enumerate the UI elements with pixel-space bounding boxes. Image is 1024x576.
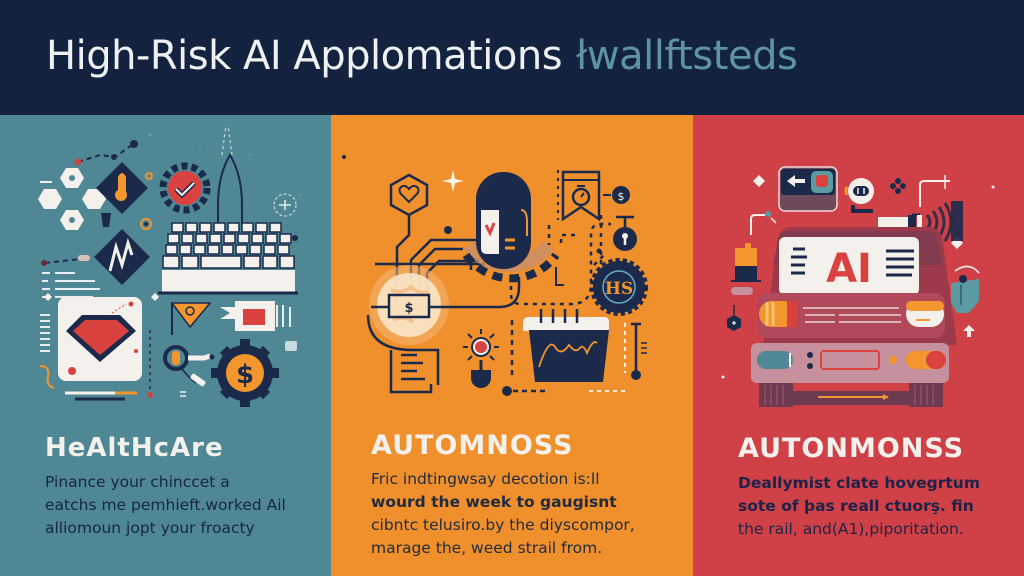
lightbulb-icon [463, 329, 499, 388]
description-line: alliomoun jopt your froacty [45, 519, 255, 537]
flower-icon [38, 168, 106, 230]
panel-description: Fric indtingwsay decotion is:ll wourd th… [371, 468, 635, 560]
svg-text:HS: HS [605, 279, 633, 299]
panel-heading: AUTONMONSS [738, 433, 965, 464]
speaker-icon [878, 201, 963, 242]
automation-illustration: $ [342, 155, 648, 396]
autonomous-illustration: AI [712, 122, 995, 407]
panel-automation: $ [331, 115, 693, 576]
dashed-connector-icon [74, 140, 138, 166]
robot-capsule-icon [462, 172, 560, 283]
camera-icon [844, 178, 874, 213]
chart-diamond-icon [94, 229, 150, 285]
calendar-chart-icon [523, 309, 609, 382]
dollar-gear-icon: $ [211, 339, 279, 407]
healthcare-illustration: $ [38, 124, 301, 407]
description-line: Pinance your chinccet a [45, 473, 230, 491]
svg-text:$: $ [236, 360, 254, 390]
hs-badge-icon: HS [590, 258, 648, 316]
hexagon-plus-icon [727, 305, 741, 331]
description-line: the rail, and(A1),piporitation. [738, 520, 964, 538]
panel-heading: HeAltHcAre [45, 433, 224, 463]
lock-icon [613, 215, 637, 251]
panel-description: Pinance your chinccet a eatchs me pemhie… [45, 471, 286, 540]
stopwatch-icon [561, 170, 601, 222]
bag-icon [951, 265, 980, 313]
svg-text:$: $ [404, 301, 413, 316]
magnifier-icon [163, 345, 215, 387]
description-line: cibntc telusiro.by the diyscompor, [371, 516, 635, 534]
check-gear-icon [159, 162, 211, 214]
globe-dollar-icon: $ [369, 265, 521, 345]
description-line: sote of þas reall ctuorş. fin [738, 497, 974, 515]
keyboard-icon [158, 124, 298, 295]
gem-icon [58, 297, 142, 381]
lightbulb-diamond-icon [96, 162, 148, 214]
page-title: High-Risk AI Applomations łwallftsteds [46, 28, 798, 84]
header-banner: High-Risk AI Applomations łwallftsteds [0, 0, 1024, 115]
heart-hexagon-icon [389, 173, 429, 217]
clover-icon [890, 178, 906, 194]
panel-healthcare: $ HeAltHcAre Pinance your chinccet a eat… [0, 115, 331, 576]
windshield-ai-label: AI [826, 246, 872, 292]
description-line: Fric indtingwsay decotion is:ll [371, 470, 600, 488]
description-line: Deallymist clate hovegrtum [738, 474, 980, 492]
description-line: marage the, weed strail from. [371, 539, 603, 557]
car-icon: AI [751, 227, 957, 407]
battery-icon [731, 243, 761, 282]
panel-description: Deallymist clate hovegrtum sote of þas r… [738, 472, 980, 541]
dollar-coin-icon: $ [603, 186, 630, 204]
panel-heading: AUTOMNOSS [371, 430, 574, 461]
panel-autonomous: AI [693, 115, 1024, 576]
sparkle-icon [442, 170, 464, 192]
description-line: eatchs me pemhieft.worked Ail [45, 496, 286, 514]
flag-icon [170, 302, 212, 335]
title-main: High-Risk AI Applomations [46, 33, 563, 79]
description-line: wourd the week to gaugisnt [371, 493, 617, 511]
screen-icon [778, 166, 838, 212]
title-accent: łwallftsteds [576, 33, 798, 79]
svg-text:$: $ [618, 190, 625, 203]
arrow-up-icon [963, 325, 975, 337]
